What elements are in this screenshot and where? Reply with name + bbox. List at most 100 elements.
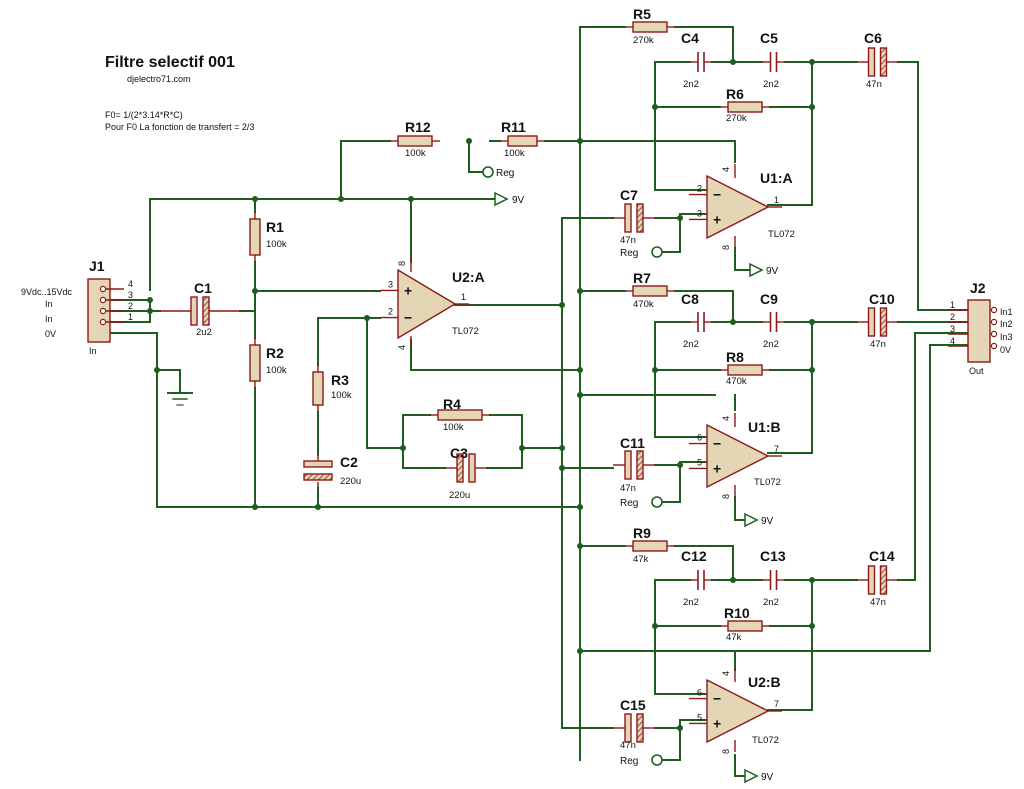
- ground-icon: [167, 392, 193, 406]
- junction-dot: [338, 196, 344, 202]
- junction-dot: [154, 367, 160, 373]
- opamp-pin: 1: [461, 292, 466, 302]
- capacitor-value: 47n: [620, 483, 636, 494]
- j2-label: In1: [1000, 307, 1013, 317]
- net-label-9v: 9V: [761, 516, 774, 527]
- junction-dot: [519, 445, 525, 451]
- junction-dot: [559, 465, 565, 471]
- capacitor-value: 47n: [866, 79, 882, 90]
- power-arrow-icon: [749, 262, 764, 278]
- connector-j1: [87, 278, 124, 343]
- capacitor-value: 2n2: [683, 597, 699, 608]
- j2-pin-hole: [990, 318, 998, 326]
- capacitor-value: 2u2: [196, 327, 212, 338]
- junction-dot: [364, 315, 370, 321]
- junction-dot: [652, 104, 658, 110]
- j2-pin: 4: [950, 336, 955, 346]
- net-label-9v: 9V: [512, 195, 525, 206]
- resistor-ref: R2: [266, 345, 284, 361]
- resistor-value: 47k: [633, 554, 649, 565]
- capacitor-value: 2n2: [763, 339, 779, 350]
- resistor-value: 470k: [633, 299, 654, 310]
- capacitor-ref: C11: [620, 435, 645, 451]
- junction-dot: [577, 392, 583, 398]
- j2-label: 0V: [1000, 345, 1011, 355]
- capacitor-ref: C4: [681, 30, 699, 46]
- junction-dot: [809, 59, 815, 65]
- junction-dot: [147, 297, 153, 303]
- opamp-pin: 4: [397, 345, 407, 350]
- junction-dot: [677, 462, 683, 468]
- opamp-pin: 1: [774, 195, 779, 205]
- capacitor-value: 2n2: [763, 597, 779, 608]
- junction-dot: [466, 138, 472, 144]
- opamp-ref: U1:A: [760, 170, 793, 186]
- reg-terminal-icon: [651, 754, 663, 766]
- opamp-pin: 3: [388, 279, 393, 289]
- reg-terminal-icon: [482, 166, 494, 178]
- junction-dot: [147, 308, 153, 314]
- plus-symbol: +: [713, 715, 721, 731]
- minus-symbol: −: [713, 187, 721, 203]
- j1-ref: J1: [89, 258, 105, 274]
- resistor-ref: R1: [266, 219, 284, 235]
- junction-dot: [730, 577, 736, 583]
- j1-label: In: [45, 299, 53, 309]
- opamp-ref: U1:B: [748, 419, 781, 435]
- minus-symbol: −: [713, 436, 721, 452]
- opamp-pin: 2: [388, 307, 393, 317]
- junction-dot: [408, 196, 414, 202]
- capacitor-ref: C12: [681, 548, 707, 564]
- capacitor-ref: C15: [620, 697, 646, 713]
- resistor-ref: R10: [724, 605, 750, 621]
- j2-label: In3: [1000, 332, 1013, 342]
- junction-dot: [809, 319, 815, 325]
- j2-ref: J2: [970, 280, 986, 296]
- resistor-value: 100k: [266, 365, 287, 376]
- junction-dot: [730, 319, 736, 325]
- reg-terminal-icon: [651, 496, 663, 508]
- power-arrow-icon: [744, 512, 759, 528]
- capacitor-ref: C3: [450, 445, 468, 461]
- opamp-pin: 8: [721, 245, 731, 250]
- opamp-type: TL072: [452, 326, 479, 337]
- j2-pin: 2: [950, 312, 955, 322]
- reg-terminal-icon: [651, 246, 663, 258]
- opamp-pin: 8: [397, 261, 407, 266]
- capacitor-c12: C12 2n2: [681, 548, 712, 608]
- junction-dot: [652, 367, 658, 373]
- capacitor-value: 47n: [870, 339, 886, 350]
- resistor-value: 100k: [266, 239, 287, 250]
- opamp-pin: 2: [697, 184, 702, 194]
- opamp-pin: 5: [697, 457, 702, 467]
- resistor-ref: R5: [633, 6, 651, 22]
- j1-pin-hole: [99, 296, 107, 304]
- resistor-value: 100k: [331, 390, 352, 401]
- opamp-type: TL072: [752, 735, 779, 746]
- resistor-r1: R1 100k: [249, 212, 287, 262]
- capacitor-ref: C10: [869, 291, 895, 307]
- capacitor-value: 47n: [620, 740, 636, 751]
- j1-label: 0V: [45, 329, 56, 339]
- resistor-value: 270k: [633, 35, 654, 46]
- opamp-pin: 4: [721, 167, 731, 172]
- diagram-subtitle: djelectro71.com: [127, 74, 191, 84]
- resistor-value: 47k: [726, 632, 742, 643]
- capacitor-ref: C5: [760, 30, 778, 46]
- labels: Filtre selectif 001 djelectro71.com F0= …: [21, 54, 1013, 783]
- opamp-pin: 7: [774, 699, 779, 709]
- resistor-r5: R5 270k: [625, 6, 675, 46]
- junction-dot: [577, 504, 583, 510]
- j1-pin: 1: [128, 312, 133, 322]
- j2-pin: 1: [950, 300, 955, 310]
- j1-pin: 3: [128, 290, 133, 300]
